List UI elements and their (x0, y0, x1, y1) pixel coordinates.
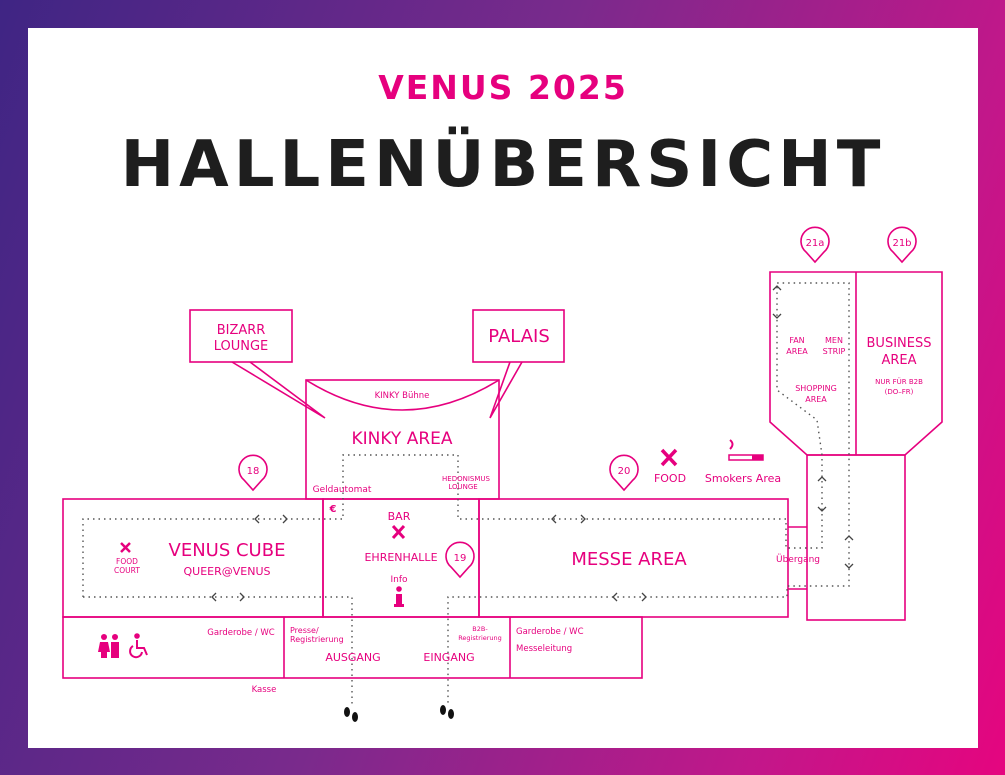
area-label: 20 (618, 466, 631, 477)
area-label: 19 (454, 553, 467, 564)
venus-cube-label: VENUS CUBE (169, 540, 286, 561)
area-label: MEN (825, 336, 843, 345)
labels: BIZARR LOUNGE PALAIS KINKY Bühne KINKY A… (114, 323, 931, 695)
kinky-area-label: KINKY AREA (351, 429, 452, 449)
area-label: Registrierung (290, 635, 344, 644)
area-label: Garderobe / WC (516, 627, 584, 637)
area-label: FAN (789, 336, 804, 345)
restroom-icon (98, 634, 119, 658)
footprints-entry-icon (440, 705, 454, 719)
area-label: (DO–FR) (885, 388, 914, 396)
area-label: B2B- (472, 625, 488, 633)
area-label: FOOD (654, 472, 686, 485)
walls (62, 271, 943, 679)
area-label: STRIP (823, 347, 846, 356)
area-label: Kasse (252, 685, 277, 695)
area-label: HEDONISMUS (442, 475, 490, 483)
event-subtitle: VENUS 2025 (378, 68, 628, 107)
hall-pin-20: 20 (609, 454, 639, 492)
walking-paths (82, 282, 854, 705)
exit-label: AUSGANG (325, 651, 380, 664)
area-label: Messeleitung (516, 644, 572, 654)
info-icon (394, 586, 404, 607)
palais-label: PALAIS (488, 326, 550, 347)
bar-food-icon (391, 524, 406, 540)
area-label: BAR (388, 510, 411, 523)
business-area-label: BUSINESS (867, 336, 932, 351)
area-label: € (329, 504, 337, 515)
area-label: Presse/ (290, 626, 319, 635)
area-label: SHOPPING (795, 384, 837, 393)
smoking-icon (728, 439, 764, 461)
hall-pin-21a: 21a (800, 226, 830, 264)
page-title: HALLENÜBERSICHT (120, 128, 886, 202)
area-label: LOUNGE (448, 483, 477, 491)
area-label: Registrierung (458, 634, 502, 642)
area-label: AREA (786, 347, 808, 356)
food-icon (660, 448, 678, 467)
footprints-exit-icon (344, 707, 358, 722)
area-label: Übergang (776, 554, 820, 565)
area-label: Garderobe / WC (207, 628, 275, 638)
wheelchair-icon (129, 633, 148, 659)
food-court-icon (120, 542, 131, 553)
area-label: 18 (247, 466, 260, 477)
area-label: AREA (805, 395, 827, 404)
map-panel: VENUS 2025 HALLENÜBERSICHT (28, 28, 978, 748)
messe-area-label: MESSE AREA (571, 549, 687, 570)
hall-pin-21b: 21b (887, 226, 917, 264)
area-label: AREA (881, 353, 916, 368)
area-label: NUR FÜR B2B (875, 377, 923, 386)
hall-pin-19: 19 (445, 541, 475, 579)
hall-pin-18: 18 (238, 454, 268, 492)
area-label: QUEER@VENUS (184, 565, 271, 578)
entrance-label: EINGANG (423, 651, 474, 664)
area-label: 21a (806, 238, 825, 249)
area-label: KINKY Bühne (375, 391, 430, 401)
ehrenhalle-label: EHRENHALLE (364, 551, 437, 564)
bizarr-lounge-label: BIZARR (217, 323, 266, 338)
area-label: FOOD (116, 557, 138, 566)
area-label: 21b (892, 238, 911, 249)
area-label: COURT (114, 566, 140, 575)
area-label: Geldautomat (313, 485, 372, 495)
area-label: LOUNGE (214, 339, 269, 354)
area-label: Smokers Area (705, 472, 781, 485)
area-label: Info (390, 575, 408, 585)
